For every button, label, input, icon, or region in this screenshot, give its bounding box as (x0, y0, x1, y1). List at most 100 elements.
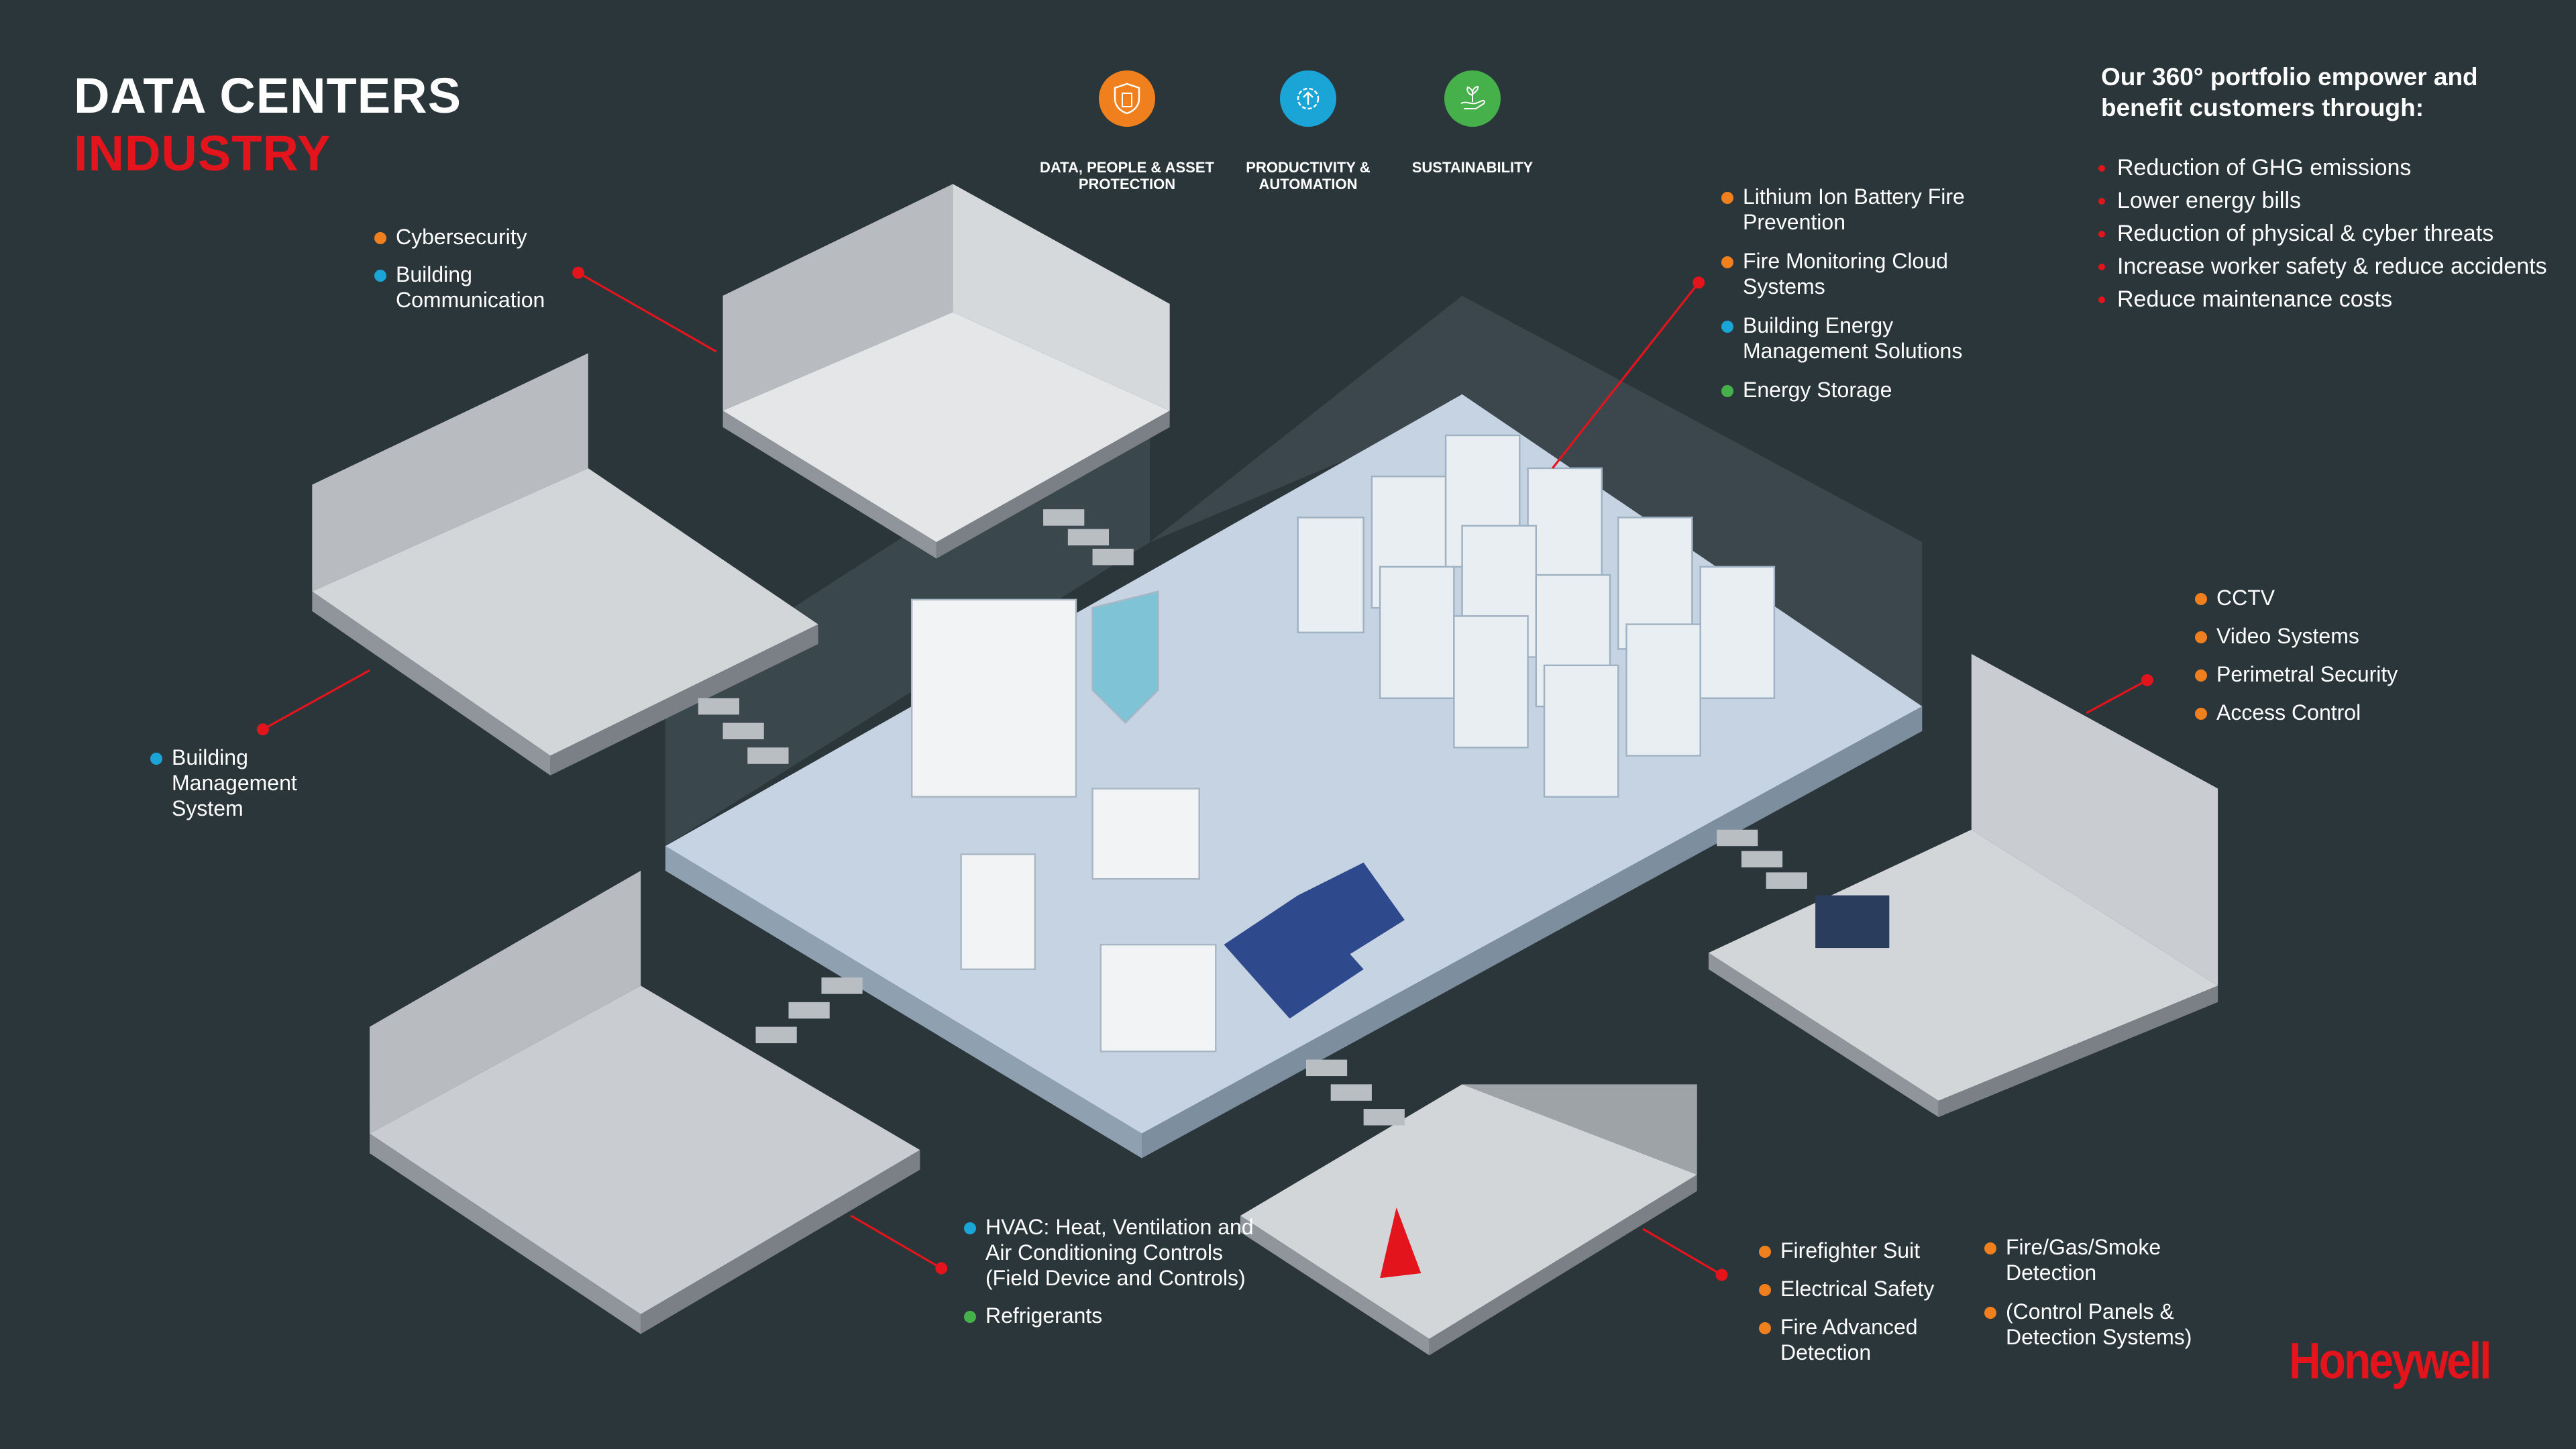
title-line-1: DATA CENTERS (74, 68, 462, 123)
pillar-sustainability: SUSTAINABILITY (1372, 70, 1573, 176)
callout-text: Fire Monitoring Cloud Systems (1743, 249, 1948, 299)
gear-arrow-icon (1280, 70, 1336, 127)
bullet-icon (2098, 198, 2105, 205)
orange-dot-icon (2195, 593, 2207, 605)
callout-item: Fire Monitoring Cloud Systems (1721, 248, 2003, 299)
stairs (698, 509, 1807, 1126)
callout-leader-lines (256, 266, 2153, 1281)
server-hall-callout: Lithium Ion Battery Fire Prevention Fire… (1721, 184, 2003, 402)
callout-text: Firefighter Suit (1780, 1238, 1921, 1263)
bms-room (312, 353, 818, 775)
callout-item: Firefighter Suit (1759, 1238, 1960, 1263)
benefit-text: Reduction of GHG emissions (2117, 155, 2412, 180)
callout-item: Access Control (2195, 700, 2477, 725)
benefit-item: Lower energy bills (2096, 189, 2565, 213)
hvac-room (370, 870, 920, 1334)
bullet-icon (2098, 231, 2105, 237)
bullet-icon (2098, 264, 2105, 270)
callout-text: (Control Panels & Detection Systems) (2006, 1299, 2192, 1349)
callout-item: Cybersecurity (374, 224, 589, 250)
benefit-text: Increase worker safety & reduce accident… (2117, 254, 2547, 279)
callout-item: Refrigerants (964, 1303, 1279, 1328)
green-dot-icon (964, 1311, 976, 1323)
solar-panels (1224, 862, 1405, 1019)
pillar-label: SUSTAINABILITY (1411, 159, 1534, 176)
benefits-list: Reduction of GHG emissions Lower energy … (2096, 156, 2565, 320)
blue-dot-icon (964, 1222, 976, 1234)
benefit-item: Increase worker safety & reduce accident… (2096, 254, 2565, 279)
shield-building-icon (1099, 70, 1155, 127)
callout-item: Fire/Gas/Smoke Detection (1984, 1234, 2212, 1285)
benefit-text: Reduction of physical & cyber threats (2117, 221, 2494, 246)
callout-text: Refrigerants (985, 1303, 1103, 1328)
orange-dot-icon (1984, 1307, 1996, 1319)
callout-item: Building Management System (150, 745, 305, 821)
server-racks (1297, 434, 1776, 798)
security-room (1708, 653, 2218, 1118)
callout-item: Building Communication (374, 262, 589, 313)
callout-text: Perimetral Security (2216, 662, 2398, 686)
orange-dot-icon (374, 232, 386, 244)
pillar-label: DATA, PEOPLE & ASSET PROTECTION (1040, 159, 1214, 193)
orange-dot-icon (2195, 669, 2207, 682)
callout-text: Building Energy Management Solutions (1743, 313, 1963, 363)
orange-dot-icon (2195, 631, 2207, 643)
pillar-label: PRODUCTIVITY & AUTOMATION (1246, 159, 1371, 193)
fire-callout-col2: Fire/Gas/Smoke Detection (Control Panels… (1984, 1234, 2212, 1350)
security-callout: CCTV Video Systems Perimetral Security A… (2195, 585, 2477, 725)
orange-dot-icon (2195, 708, 2207, 720)
benefits-heading: Our 360° portfolio empower and benefit c… (2101, 63, 2478, 121)
callout-text: HVAC: Heat, Ventilation and Air Conditio… (985, 1215, 1254, 1290)
callout-text: Lithium Ion Battery Fire Prevention (1743, 184, 1965, 234)
hand-plant-icon (1444, 70, 1501, 127)
blue-dot-icon (1721, 321, 1733, 333)
callout-item: (Control Panels & Detection Systems) (1984, 1299, 2212, 1350)
callout-text: CCTV (2216, 586, 2275, 610)
callout-text: Access Control (2216, 700, 2361, 724)
callout-item: Video Systems (2195, 623, 2477, 649)
orange-dot-icon (1759, 1284, 1771, 1296)
orange-dot-icon (1721, 256, 1733, 268)
green-dot-icon (1721, 385, 1733, 397)
callout-item: Perimetral Security (2195, 661, 2477, 687)
callout-item: Fire Advanced Detection (1759, 1314, 1960, 1365)
callout-text: Cybersecurity (396, 225, 527, 249)
callout-text: Energy Storage (1743, 378, 1892, 402)
benefit-item: Reduction of physical & cyber threats (2096, 221, 2565, 246)
orange-dot-icon (1984, 1242, 1996, 1254)
benefit-item: Reduction of GHG emissions (2096, 156, 2565, 180)
callout-text: Building Communication (396, 262, 545, 312)
callout-text: Video Systems (2216, 624, 2359, 648)
blue-dot-icon (374, 270, 386, 282)
benefit-item: Reduce maintenance costs (2096, 287, 2565, 312)
callout-text: Fire/Gas/Smoke Detection (2006, 1235, 2161, 1285)
callout-item: Building Energy Management Solutions (1721, 313, 2003, 364)
callout-item: HVAC: Heat, Ventilation and Air Conditio… (964, 1214, 1279, 1291)
callout-item: Electrical Safety (1759, 1276, 1960, 1301)
orange-dot-icon (1721, 192, 1733, 204)
pillar-protection: DATA, PEOPLE & ASSET PROTECTION (1026, 70, 1228, 193)
bullet-icon (2098, 165, 2105, 172)
bullet-icon (2098, 297, 2105, 303)
benefit-text: Reduce maintenance costs (2117, 286, 2393, 312)
equipment (910, 590, 1217, 1053)
callout-item: Lithium Ion Battery Fire Prevention (1721, 184, 2003, 235)
office-room (722, 184, 1170, 559)
office-callout: Cybersecurity Building Communication (374, 224, 589, 313)
blue-dot-icon (150, 753, 162, 765)
bms-callout: Building Management System (150, 745, 305, 821)
fire-safety-room (1240, 1084, 1697, 1356)
orange-dot-icon (1759, 1322, 1771, 1334)
fire-callout-col1: Firefighter Suit Electrical Safety Fire … (1759, 1238, 1960, 1365)
hvac-callout: HVAC: Heat, Ventilation and Air Conditio… (964, 1214, 1279, 1328)
callout-item: Energy Storage (1721, 377, 2003, 402)
benefit-text: Lower energy bills (2117, 188, 2302, 213)
orange-dot-icon (1759, 1246, 1771, 1258)
callout-text: Fire Advanced Detection (1780, 1315, 1918, 1364)
honeywell-logo: Honeywell (2289, 1332, 2491, 1389)
pillar-productivity: PRODUCTIVITY & AUTOMATION (1208, 70, 1409, 193)
callout-text: Electrical Safety (1780, 1277, 1935, 1301)
callout-item: CCTV (2195, 585, 2477, 610)
callout-text: Building Management System (172, 745, 297, 820)
